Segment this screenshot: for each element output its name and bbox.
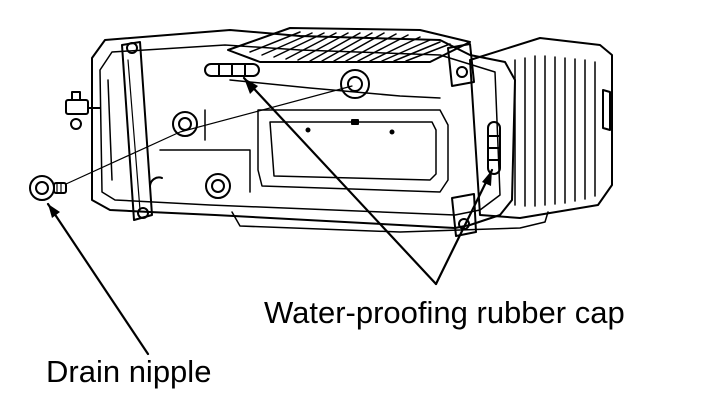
left-mounting-bracket [121, 41, 153, 221]
leader-lines [46, 76, 494, 356]
drain-nipple-part [29, 175, 67, 201]
rubber-cap-top [204, 63, 260, 77]
service-valve [65, 91, 101, 130]
rubber-cap-right [487, 121, 501, 175]
drain-holes [149, 69, 370, 199]
base-skirt [231, 211, 549, 233]
base-ribs [107, 79, 449, 193]
base-marks [305, 119, 395, 135]
fitting-guide-line [65, 85, 353, 185]
side-fin-block [469, 37, 613, 219]
base-plate-outline [91, 29, 516, 229]
drain-nipple-label: Drain nipple [46, 354, 212, 389]
leader-arrowheads [48, 78, 492, 218]
rubber-cap-label: Water-proofing rubber cap [264, 295, 625, 330]
base-plate-inner [99, 44, 501, 216]
